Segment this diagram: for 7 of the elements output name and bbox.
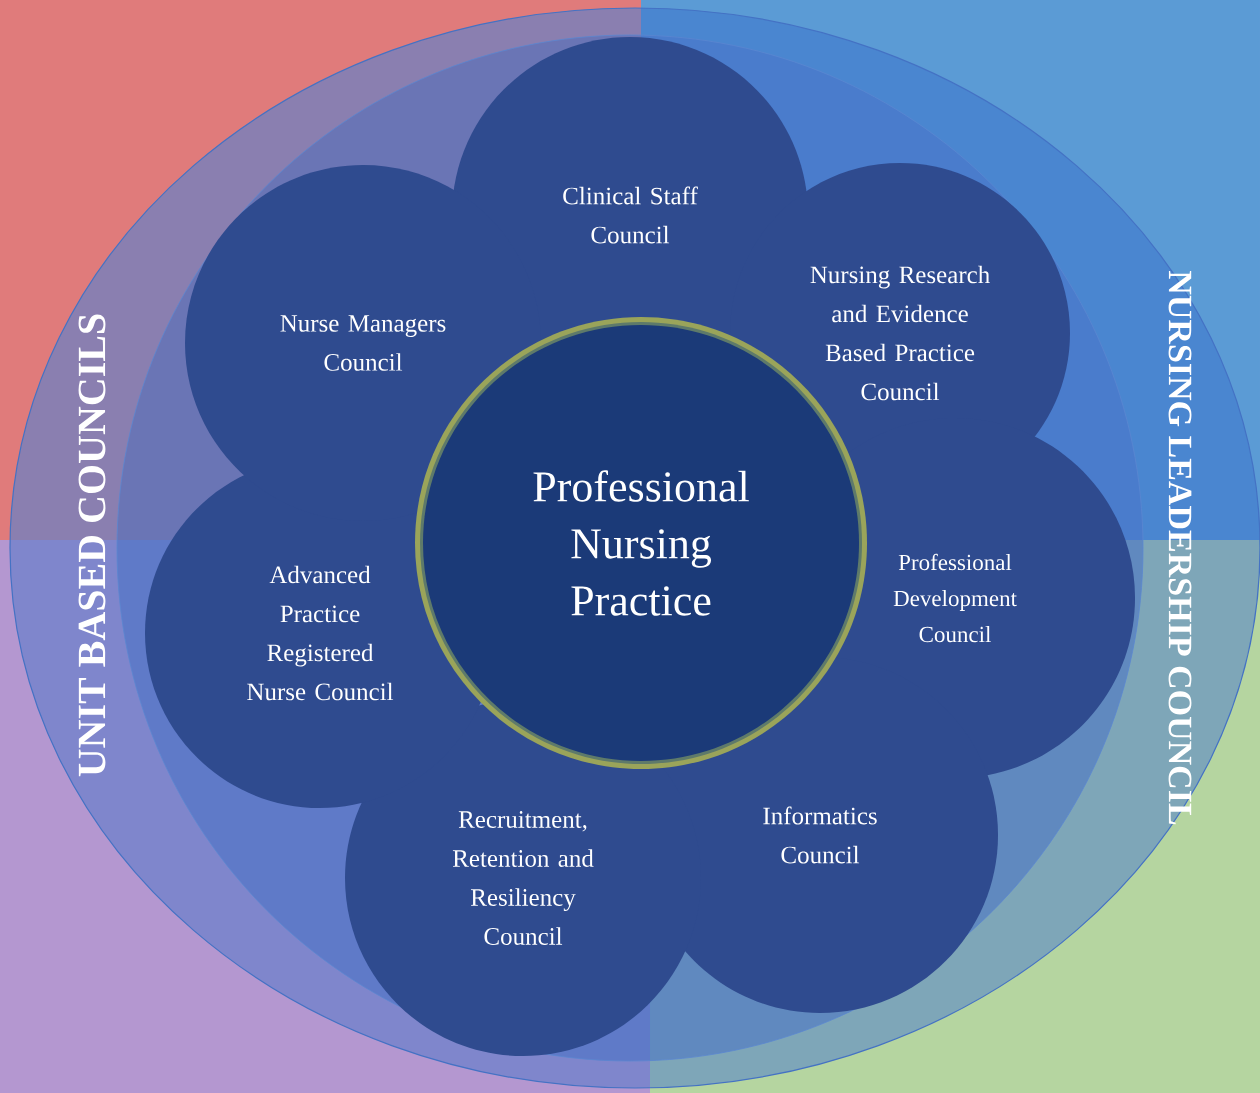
node-label: Professional Development Council <box>893 553 1017 643</box>
node-label: Advanced Practice Registered Nurse Council <box>247 565 394 701</box>
node-label: Recruitment, Retention and Resiliency Council <box>452 811 594 945</box>
node-label: Informatics Council <box>763 806 877 864</box>
ring-label: UNIT BASED COUNCILS <box>78 314 106 777</box>
ring-label: NURSING LEADERSHIP COUNCIL <box>1168 270 1192 825</box>
node-label: Clinical Staff Council <box>563 186 698 244</box>
